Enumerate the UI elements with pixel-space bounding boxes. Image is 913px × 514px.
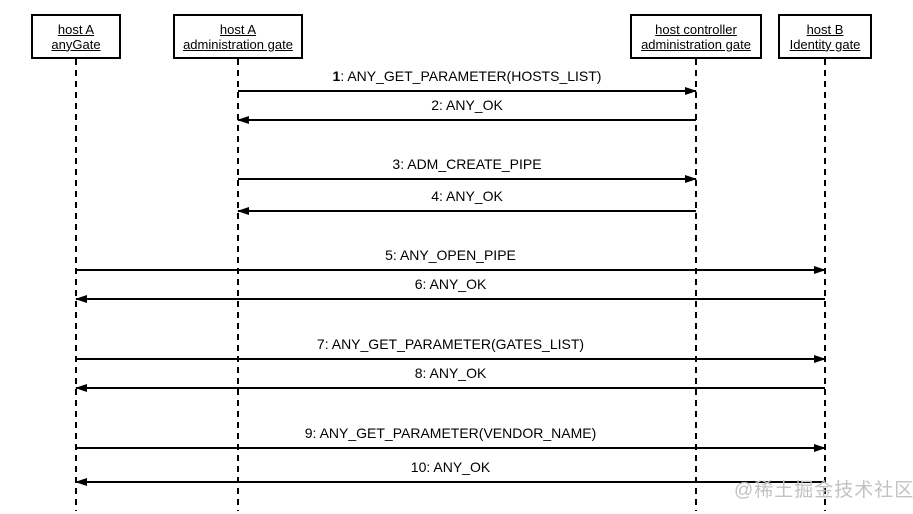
message-arrow: 4: ANY_OK	[237, 186, 696, 215]
message-text: ADM_CREATE_PIPE	[407, 156, 542, 172]
message-label: 3: ADM_CREATE_PIPE	[238, 156, 696, 172]
message-label: 2: ANY_OK	[238, 97, 696, 113]
message-arrow: 8: ANY_OK	[75, 363, 825, 392]
message-arrow: 2: ANY_OK	[237, 95, 696, 124]
message-text: ANY_OPEN_PIPE	[399, 247, 516, 263]
lifeline	[237, 59, 239, 511]
arrow-line	[76, 358, 825, 360]
message-label: 6: ANY_OK	[76, 276, 825, 292]
arrow-head-icon	[75, 478, 87, 486]
arrow-head-icon	[814, 444, 826, 452]
message-label: 8: ANY_OK	[76, 365, 825, 381]
participant-box: host A anyGate	[31, 14, 121, 59]
arrow-head-icon	[814, 355, 826, 363]
participant-name-line1: host B	[806, 21, 844, 37]
message-text: ANY_OK	[433, 459, 491, 475]
message-number: 8	[414, 365, 423, 381]
message-number: 6	[414, 276, 423, 292]
participant-box: host A administration gate	[173, 14, 303, 59]
participant-box: host controller administration gate	[630, 14, 762, 59]
message-arrow: 6: ANY_OK	[75, 274, 825, 303]
message-arrow: 7: ANY_GET_PARAMETER(GATES_LIST)	[76, 334, 826, 363]
arrow-head-icon	[685, 175, 697, 183]
participant-name-line1: host A	[219, 21, 257, 37]
message-text: ANY_OK	[429, 276, 487, 292]
message-arrow: 5: ANY_OPEN_PIPE	[76, 245, 826, 274]
message-separator: :	[426, 459, 434, 475]
message-separator: :	[422, 365, 430, 381]
message-label: 4: ANY_OK	[238, 188, 696, 204]
arrow-head-icon	[814, 266, 826, 274]
message-separator: :	[400, 156, 408, 172]
message-arrow: 1: ANY_GET_PARAMETER(HOSTS_LIST)	[238, 66, 697, 95]
lifeline	[695, 59, 697, 511]
arrow-head-icon	[237, 116, 249, 124]
message-label: 5: ANY_OPEN_PIPE	[76, 247, 825, 263]
message-number: 10	[410, 459, 427, 475]
message-arrow: 10: ANY_OK	[75, 457, 825, 486]
message-number: 7	[316, 336, 325, 352]
arrow-line	[76, 481, 825, 483]
arrow-line	[238, 178, 696, 180]
message-label: 7: ANY_GET_PARAMETER(GATES_LIST)	[76, 336, 825, 352]
arrow-line	[76, 269, 825, 271]
message-separator: :	[392, 247, 400, 263]
message-arrow: 3: ADM_CREATE_PIPE	[238, 154, 697, 183]
message-label: 9: ANY_GET_PARAMETER(VENDOR_NAME)	[76, 425, 825, 441]
message-number: 9	[304, 425, 313, 441]
participant-name-line1: host A	[57, 21, 95, 37]
message-text: ANY_OK	[446, 97, 503, 113]
participant-name-line2: administration gate	[641, 36, 751, 52]
message-number: 1	[332, 68, 341, 84]
participant-box: host B Identity gate	[778, 14, 872, 59]
arrow-line	[76, 447, 825, 449]
arrow-line	[238, 119, 696, 121]
message-number: 4	[431, 188, 439, 204]
message-separator: :	[324, 336, 332, 352]
message-number: 2	[431, 97, 439, 113]
arrow-line	[238, 210, 696, 212]
participant-name-line2: Identity gate	[789, 36, 861, 52]
message-label: 1: ANY_GET_PARAMETER(HOSTS_LIST)	[238, 68, 696, 84]
lifeline	[824, 59, 826, 511]
arrow-head-icon	[685, 87, 697, 95]
message-text: ANY_OK	[446, 188, 503, 204]
message-arrow: 9: ANY_GET_PARAMETER(VENDOR_NAME)	[76, 423, 826, 452]
message-text: ANY_GET_PARAMETER(GATES_LIST)	[331, 336, 585, 352]
message-text: ANY_OK	[429, 365, 487, 381]
message-separator: :	[422, 276, 430, 292]
arrow-head-icon	[75, 295, 87, 303]
participant-name-line1: host controller	[655, 21, 737, 37]
watermark: @稀土掘金技术社区	[734, 480, 913, 501]
message-separator: :	[312, 425, 320, 441]
message-number: 3	[392, 156, 401, 172]
arrow-line	[76, 298, 825, 300]
message-separator: :	[438, 97, 446, 113]
arrow-line	[76, 387, 825, 389]
participant-name-line2: administration gate	[183, 36, 293, 52]
message-text: ANY_GET_PARAMETER(VENDOR_NAME)	[319, 425, 597, 441]
arrow-line	[238, 90, 696, 92]
message-label: 10: ANY_OK	[76, 459, 825, 475]
lifeline	[75, 59, 77, 511]
arrow-head-icon	[237, 207, 249, 215]
message-separator: :	[340, 68, 348, 84]
participant-name-line2: anyGate	[51, 36, 101, 52]
message-separator: :	[438, 188, 446, 204]
arrow-head-icon	[75, 384, 87, 392]
message-text: ANY_GET_PARAMETER(HOSTS_LIST)	[347, 68, 602, 84]
message-number: 5	[385, 247, 393, 263]
